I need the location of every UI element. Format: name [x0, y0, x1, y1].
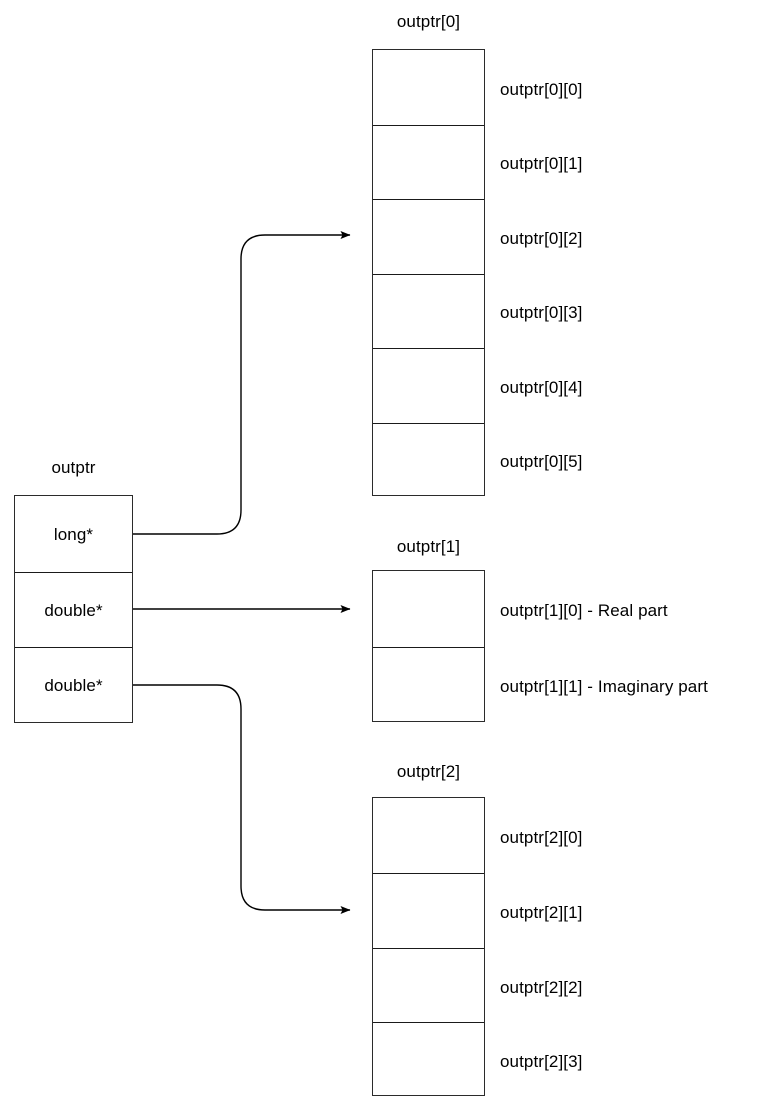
pointer-struct-cell-label: long* — [53, 524, 94, 544]
array-0-cell-label: outptr[0][0] — [500, 80, 583, 99]
array-1-cell-label: outptr[1][0] - Real part — [500, 601, 668, 620]
array-2-cell — [373, 872, 484, 948]
array-0-cell-label: outptr[0][4] — [500, 378, 583, 397]
array-2-cell-label: outptr[2][1] — [500, 903, 583, 922]
array-2-cell — [373, 947, 484, 1023]
array-0-cell — [373, 348, 484, 423]
array-0-cell — [373, 422, 484, 498]
array-0-cell — [373, 199, 484, 274]
array-2-cell-label: outptr[2][2] — [500, 978, 583, 997]
array-1-header: outptr[1] — [396, 537, 461, 556]
pointer-struct-box: long* double* double* — [14, 495, 133, 723]
array-1-cell — [373, 571, 484, 647]
array-1-box — [372, 570, 485, 722]
array-2-cell-label: outptr[2][0] — [500, 828, 583, 847]
pointer-struct-cell: long* — [15, 496, 132, 572]
array-0-cell — [373, 50, 484, 125]
pointer-struct-cell-label: double* — [44, 600, 103, 620]
pointer-struct-cell: double* — [15, 647, 132, 722]
array-0-cell — [373, 273, 484, 349]
array-0-cell-label: outptr[0][2] — [500, 229, 583, 248]
array-0-cell-label: outptr[0][1] — [500, 154, 583, 173]
array-2-cell — [373, 1022, 484, 1097]
array-2-cell — [373, 798, 484, 873]
arrow-double-to-outptr2 — [133, 684, 351, 914]
pointer-struct-cell: double* — [15, 572, 132, 647]
array-0-header: outptr[0] — [396, 12, 461, 31]
array-2-cell-label: outptr[2][3] — [500, 1052, 583, 1071]
arrow-long-to-outptr0 — [133, 231, 351, 535]
pointer-struct-header: outptr — [51, 458, 96, 477]
array-0-cell-label: outptr[0][5] — [500, 452, 583, 471]
array-0-box — [372, 49, 485, 496]
array-1-cell-label: outptr[1][1] - Imaginary part — [500, 677, 708, 696]
array-2-box — [372, 797, 485, 1096]
array-2-header: outptr[2] — [396, 762, 461, 781]
array-0-cell-label: outptr[0][3] — [500, 303, 583, 322]
array-1-cell — [373, 647, 484, 723]
pointer-struct-cell-label: double* — [44, 675, 103, 695]
array-0-cell — [373, 124, 484, 200]
